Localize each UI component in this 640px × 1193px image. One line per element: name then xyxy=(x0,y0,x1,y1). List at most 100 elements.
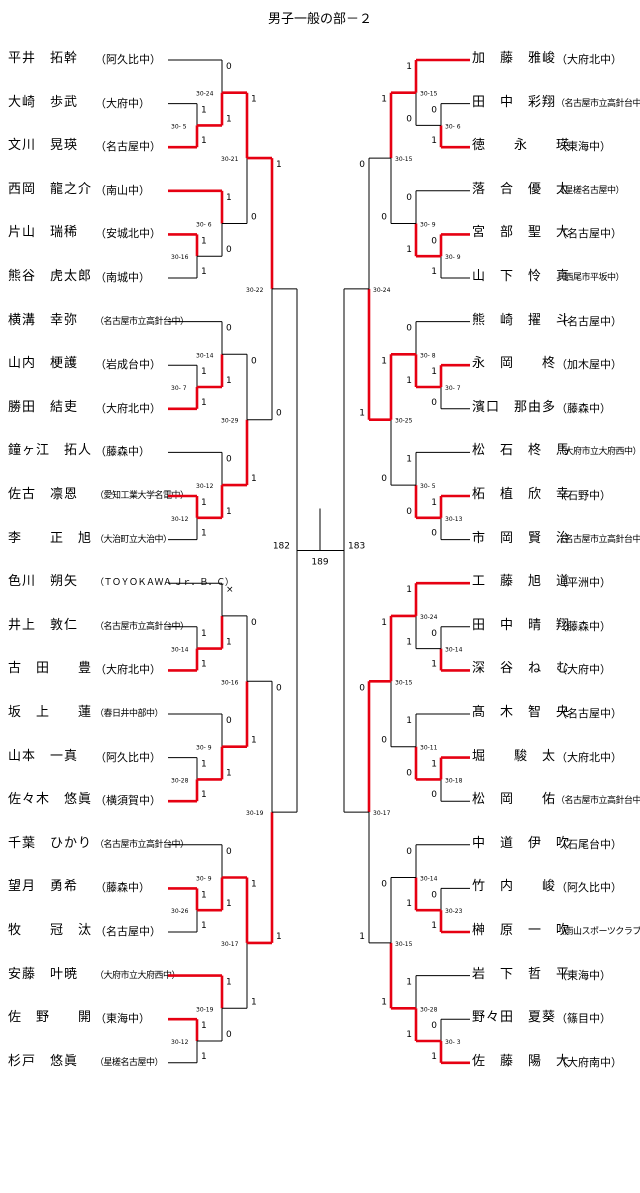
r2-score: 30-24 xyxy=(420,614,438,621)
player-name: 井上 敦仁 xyxy=(8,617,79,633)
r3-mark: 1 xyxy=(381,356,387,366)
r2-mark: 1 xyxy=(226,768,232,778)
player-name: 平井 拓幹 xyxy=(8,51,79,66)
r1-score: 30- 7 xyxy=(445,385,461,392)
player-name: 佐 藤 陽 大 xyxy=(472,1053,571,1069)
r1-score: 30-12 xyxy=(171,1039,189,1046)
player-team: （東海中） xyxy=(556,140,611,154)
player-name: 松 岡 佑 xyxy=(472,792,557,808)
r1-mark: 1 xyxy=(201,367,207,377)
r1-score: 30-18 xyxy=(445,777,463,784)
player-name: 田 中 彩翔 xyxy=(472,94,557,110)
r1-mark: 1 xyxy=(431,1052,437,1062)
r1-mark: 1 xyxy=(201,659,207,669)
r4-mark: 1 xyxy=(359,932,365,942)
r3-mark: 1 xyxy=(381,997,387,1007)
r2-mark: 0 xyxy=(226,454,232,464)
r3-score: 30-25 xyxy=(395,418,413,425)
player-name: 柘 植 欣 幸 xyxy=(472,487,571,502)
r1-score: 30-26 xyxy=(171,908,189,915)
player-name: 岩 下 哲 平 xyxy=(472,966,571,982)
player-team: （安城北中） xyxy=(95,227,161,241)
player-team: （篠目中） xyxy=(556,1012,611,1026)
player-name: 濱口 那由多 xyxy=(472,399,557,415)
player-team: （石野中） xyxy=(556,489,611,502)
r2-mark: 0 xyxy=(226,1030,232,1040)
player-name: 加 藤 雅峻 xyxy=(472,51,557,66)
r1-mark: 1 xyxy=(431,136,437,146)
player-name: 古 田 豊 xyxy=(8,661,93,677)
r2-mark: 0 xyxy=(226,324,232,334)
r2-mark: 1 xyxy=(406,454,412,464)
r4-score: 30-19 xyxy=(246,810,264,817)
player-name: 鐘ヶ江 拓人 xyxy=(8,443,93,459)
r4-mark: 0 xyxy=(359,683,365,693)
r4-mark: 0 xyxy=(359,160,365,170)
r1-score: 30-14 xyxy=(171,647,189,654)
r3-mark: 1 xyxy=(251,997,257,1007)
player-team: （雨山スポーツクラブ） xyxy=(556,927,640,937)
player-name: 熊谷 虎太郎 xyxy=(8,269,93,284)
r2-score: 30-12 xyxy=(196,483,214,490)
player-name: 深 谷 ね む xyxy=(472,661,571,677)
player-team: （東海中） xyxy=(95,1012,150,1026)
r3-mark: 1 xyxy=(251,880,257,890)
r1-score: 30-23 xyxy=(445,908,463,915)
player-name: 市 岡 賢 治 xyxy=(472,530,571,546)
r1-mark: 0 xyxy=(431,529,437,539)
r2-mark: 1 xyxy=(406,716,412,726)
r1-mark: 1 xyxy=(431,659,437,669)
player-name: 坂 上 蓮 xyxy=(8,705,93,720)
player-team: （大府南中） xyxy=(556,1055,622,1069)
r2-score: 30- 8 xyxy=(420,352,436,359)
r2-score: 30-11 xyxy=(420,745,438,752)
player-team: （藤森中） xyxy=(95,881,150,895)
r2-mark: 1 xyxy=(406,376,412,386)
r2-mark: 1 xyxy=(406,1030,412,1040)
r2-mark: 0 xyxy=(226,847,232,857)
r1-mark: 1 xyxy=(201,398,207,408)
player-name: 横溝 幸弥 xyxy=(8,312,79,328)
r2-score: 30-19 xyxy=(196,1006,214,1013)
r2-mark: 0 xyxy=(226,245,232,255)
player-name: 牧 冠 汰 xyxy=(8,923,93,938)
r3-score: 30-15 xyxy=(395,941,413,948)
r3-mark: 1 xyxy=(251,474,257,484)
r2-mark: 1 xyxy=(406,899,412,909)
player-name: 山 下 怜 真 xyxy=(472,269,571,284)
r2-mark: 0 xyxy=(406,193,412,203)
player-team: （名古屋中） xyxy=(556,227,622,241)
player-name: 中 道 伊 吹 xyxy=(472,835,571,851)
player-team: （大府北中） xyxy=(556,53,622,66)
player-name: 工 藤 旭 道 xyxy=(472,574,571,590)
r1-mark: 0 xyxy=(431,890,437,900)
r3-mark: 1 xyxy=(251,95,257,105)
r1-mark: 0 xyxy=(431,629,437,639)
player-team: （名古屋市立高針台中） xyxy=(556,796,640,807)
r2-score: 30-15 xyxy=(420,91,438,98)
r1-mark: 1 xyxy=(431,367,437,377)
player-team: （石尾台中） xyxy=(556,837,622,851)
r3-mark: 0 xyxy=(381,213,387,223)
r4-mark: 1 xyxy=(276,160,282,170)
r2-score: 30-28 xyxy=(420,1006,438,1013)
r1-mark: 0 xyxy=(431,106,437,116)
player-team: （名古屋中） xyxy=(95,925,161,938)
player-name: 山内 梗護 xyxy=(8,356,79,372)
r4-score: 30-17 xyxy=(373,810,391,817)
player-name: 文川 晃瑛 xyxy=(8,138,79,154)
r2-mark: 1 xyxy=(406,62,412,72)
r1-mark: 1 xyxy=(201,267,207,277)
r1-mark: 1 xyxy=(431,498,437,508)
r1-mark: 1 xyxy=(431,267,437,277)
player-team: （星槎名古屋中） xyxy=(556,185,625,196)
r1-mark: 0 xyxy=(431,1021,437,1031)
final-right-score: 183 xyxy=(348,542,365,552)
player-name: 宮 部 聖 大 xyxy=(472,225,571,241)
player-name: 徳 永 瑛 xyxy=(472,138,571,154)
r2-mark: 1 xyxy=(226,638,232,648)
r1-mark: 1 xyxy=(201,1052,207,1062)
r1-mark: 1 xyxy=(201,236,207,246)
r1-mark: 1 xyxy=(431,921,437,931)
